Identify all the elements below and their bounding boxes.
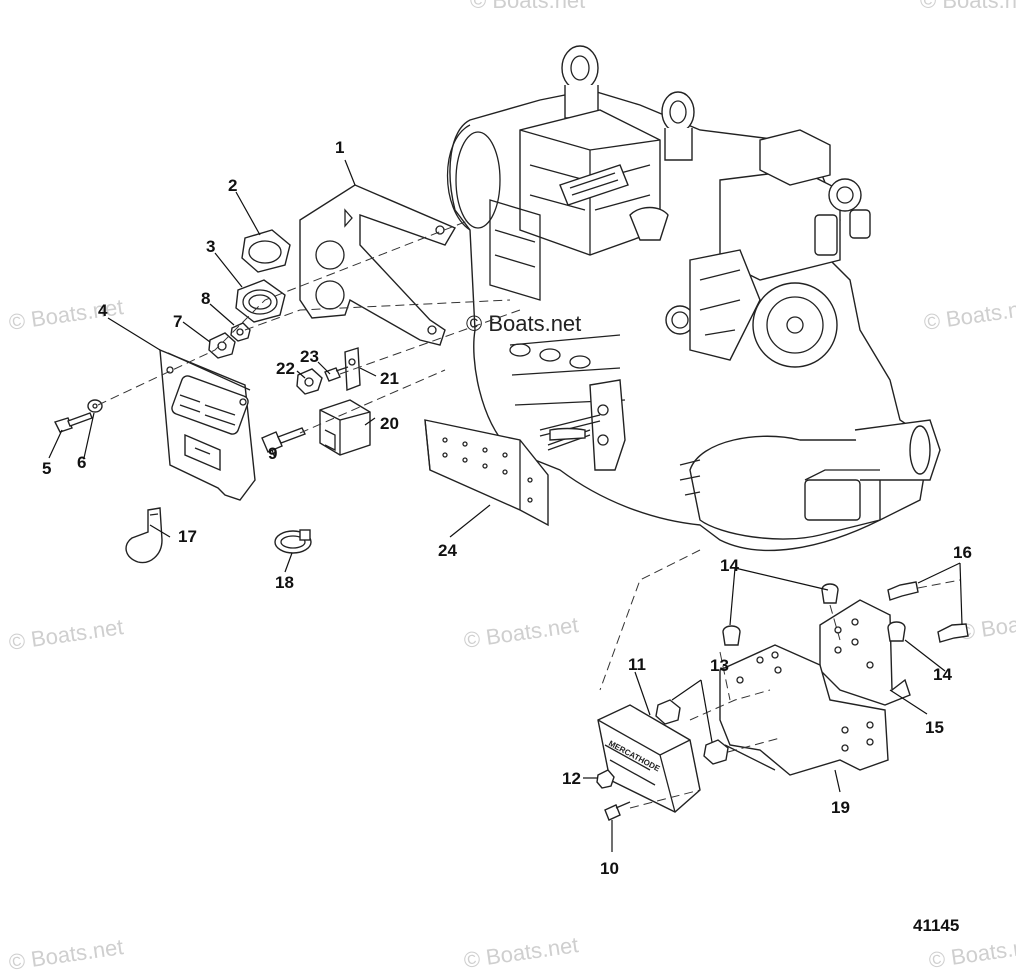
- part-mercathode-11: MERCATHODE: [597, 704, 701, 813]
- part-bolt-9: [261, 427, 306, 453]
- part-washer-6: [87, 399, 103, 413]
- callouts: 1 2 3 4 5 6 7 8 9 10 11 12 13 14 14 15 1…: [42, 138, 972, 878]
- part-nut-22: [296, 368, 323, 395]
- watermark-text: © Boats.net: [927, 932, 1016, 973]
- callout-23: 23: [300, 347, 319, 366]
- part-nut-2: [241, 229, 291, 273]
- callout-14: 14: [720, 556, 739, 575]
- part-plug-14: [722, 625, 741, 646]
- part-relay-20: [319, 399, 371, 456]
- part-screw-5: [54, 412, 93, 433]
- callout-22: 22: [276, 359, 295, 378]
- callout-3: 3: [206, 237, 215, 256]
- part-clip-21: [344, 347, 361, 391]
- part-screw-23: [324, 366, 349, 382]
- watermark-text: © Boats.net: [7, 934, 125, 975]
- watermark-text: © Boats.net: [462, 932, 580, 973]
- part-nut-7: [208, 332, 236, 359]
- callout-16: 16: [953, 543, 972, 562]
- callout-15: 15: [925, 718, 944, 737]
- watermark-text: © Boats.net: [7, 614, 125, 655]
- leader-lines: [48, 159, 963, 852]
- callout-6: 6: [77, 453, 86, 472]
- part-bracket-15: [819, 599, 911, 706]
- watermark-text: © Boats.net: [462, 612, 580, 653]
- part-plug-13: [703, 739, 729, 765]
- assembly-lines: [97, 219, 961, 809]
- callout-7: 7: [173, 312, 182, 331]
- watermark-text: © Boats.net: [922, 294, 1016, 335]
- callout-18: 18: [275, 573, 294, 592]
- part-plug-14: [821, 583, 839, 604]
- callout-24: 24: [438, 541, 457, 560]
- part-plate-24: [424, 419, 591, 527]
- part-hose-clamp-18: [274, 529, 312, 554]
- callout-14: 14: [933, 665, 952, 684]
- diagram-id: 41145: [913, 916, 959, 935]
- callout-11: 11: [628, 655, 646, 674]
- callout-4: 4: [98, 301, 108, 320]
- callout-1: 1: [335, 138, 344, 157]
- watermark-text: © Boats.net: [470, 0, 585, 13]
- part-nut-3: [235, 279, 286, 323]
- callout-5: 5: [42, 459, 51, 478]
- callout-17: 17: [178, 527, 197, 546]
- callout-2: 2: [228, 176, 237, 195]
- callout-8: 8: [201, 289, 210, 308]
- part-plug-13: [655, 699, 681, 725]
- part-bracket-1: [299, 184, 457, 346]
- callout-9: 9: [268, 444, 277, 463]
- part-screw-10: [604, 801, 631, 821]
- callout-13: 13: [710, 656, 729, 675]
- callout-12: 12: [562, 769, 581, 788]
- part-fitting-16: [887, 581, 919, 601]
- callout-19: 19: [831, 798, 850, 817]
- watermark-text: © Boats.net: [920, 0, 1016, 13]
- part-clamp-17: [125, 507, 163, 564]
- watermark-text: © Boats.net: [466, 311, 581, 336]
- part-ecm-4: [159, 348, 256, 501]
- callout-21: 21: [380, 369, 399, 388]
- part-nut-12: [596, 769, 615, 789]
- callout-10: 10: [600, 859, 619, 878]
- callout-20: 20: [380, 414, 399, 433]
- part-plug-14: [887, 621, 906, 642]
- part-nut-8: [230, 322, 251, 342]
- part-fitting-16: [937, 623, 969, 643]
